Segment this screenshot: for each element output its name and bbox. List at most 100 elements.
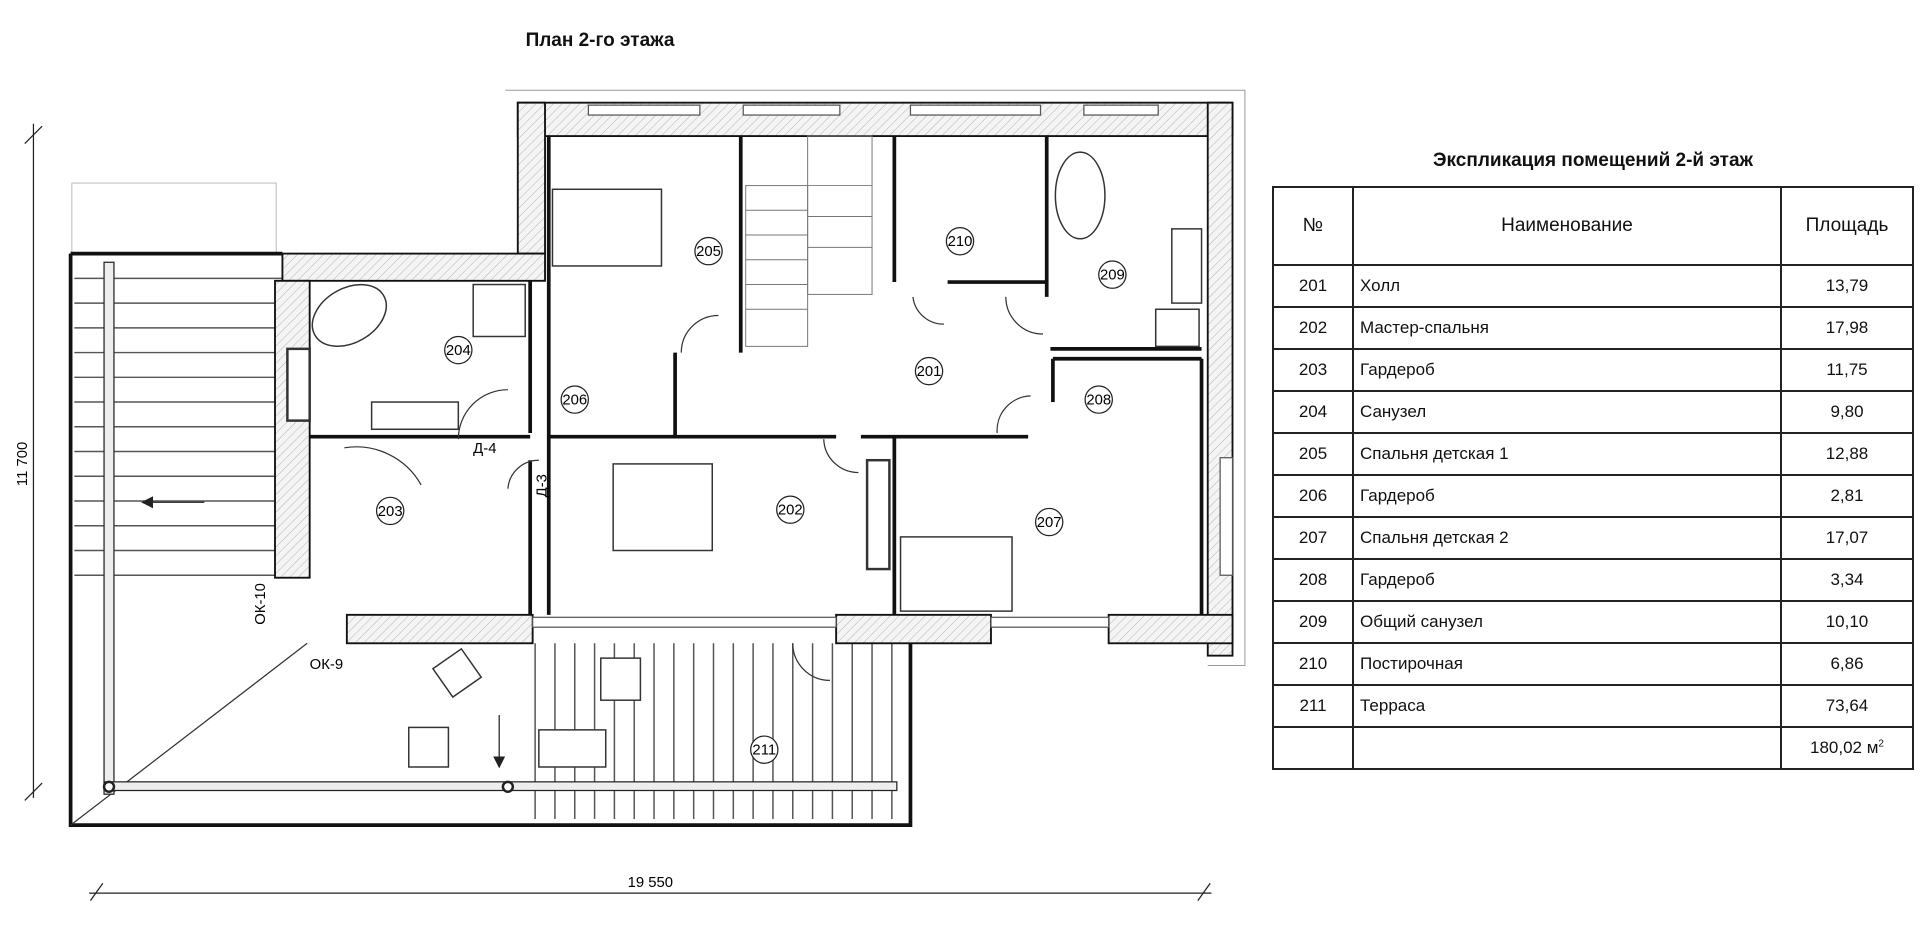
cell-name: Спальня детская 1 bbox=[1352, 432, 1782, 476]
terrace-outline bbox=[68, 251, 913, 827]
vent-shaft bbox=[865, 458, 891, 571]
cell-no: 211 bbox=[1272, 684, 1354, 728]
beam-vertical bbox=[103, 261, 115, 795]
table-header-row: № Наименование Площадь bbox=[1272, 186, 1914, 266]
cell-no: 206 bbox=[1272, 474, 1354, 518]
cell-no: 203 bbox=[1272, 348, 1354, 392]
height-dimension: 11 700 bbox=[15, 442, 31, 486]
header-no: № bbox=[1272, 186, 1354, 266]
window-label-ok10: ОК-10 bbox=[253, 583, 269, 625]
vanity bbox=[1171, 228, 1203, 304]
cell-name: Холл bbox=[1352, 264, 1782, 308]
cell-no: 207 bbox=[1272, 516, 1354, 560]
cell-no: 201 bbox=[1272, 264, 1354, 308]
door-label-d3: Д-3 bbox=[534, 474, 550, 497]
bathtub-corner bbox=[311, 283, 387, 347]
room-label-204: 204 bbox=[446, 343, 471, 359]
bed bbox=[612, 463, 714, 552]
room-markers bbox=[375, 227, 1127, 764]
cell-name: Гардероб bbox=[1352, 348, 1782, 392]
header-area: Площадь bbox=[1780, 186, 1914, 266]
door-swings bbox=[344, 296, 1043, 682]
cell-area: 2,81 bbox=[1780, 474, 1914, 518]
bed bbox=[551, 188, 663, 267]
shower bbox=[472, 283, 526, 338]
room-label-210: 210 bbox=[948, 234, 973, 250]
door-label-d4: Д-4 bbox=[473, 441, 496, 457]
armchair bbox=[600, 657, 642, 701]
cell-name: Гардероб bbox=[1352, 474, 1782, 518]
cell-name: Постирочная bbox=[1352, 642, 1782, 686]
cell-name: Гардероб bbox=[1352, 558, 1782, 602]
windows bbox=[532, 104, 1234, 628]
cell-area: 13,79 bbox=[1780, 264, 1914, 308]
cell-no: 204 bbox=[1272, 390, 1354, 434]
window-label-ok9: ОК-9 bbox=[310, 657, 343, 673]
roof-outline bbox=[505, 89, 1246, 667]
header-name: Наименование bbox=[1352, 186, 1782, 266]
room-label-201: 201 bbox=[917, 364, 942, 380]
cell-area: 17,98 bbox=[1780, 306, 1914, 350]
pergola-outline bbox=[71, 182, 277, 255]
post-icon bbox=[501, 780, 515, 793]
arrows bbox=[141, 496, 506, 769]
room-label-203: 203 bbox=[378, 504, 403, 520]
cell-no: 202 bbox=[1272, 306, 1354, 350]
vanity bbox=[370, 401, 460, 431]
cell-no: 209 bbox=[1272, 600, 1354, 644]
room-label-211: 211 bbox=[752, 743, 776, 759]
room-label-209: 209 bbox=[1100, 268, 1125, 284]
room-label-207: 207 bbox=[1037, 515, 1062, 531]
table-total-row: 180,02 м2 bbox=[1272, 726, 1914, 770]
cell-name: Общий санузел bbox=[1352, 600, 1782, 644]
room-label-206: 206 bbox=[562, 393, 587, 409]
cell-name: Санузел bbox=[1352, 390, 1782, 434]
interior-walls bbox=[309, 136, 1204, 615]
total-area: 180,02 м2 bbox=[1780, 726, 1914, 770]
cell-area: 10,10 bbox=[1780, 600, 1914, 644]
table bbox=[538, 729, 607, 768]
room-label-205: 205 bbox=[696, 244, 721, 260]
width-dimension: 19 550 bbox=[628, 875, 673, 891]
plan-title: План 2-го этажа bbox=[525, 30, 675, 51]
cell-area: 12,88 bbox=[1780, 432, 1914, 476]
cell-no: 208 bbox=[1272, 558, 1354, 602]
cell-area: 9,80 bbox=[1780, 390, 1914, 434]
cell-area: 3,34 bbox=[1780, 558, 1914, 602]
cell-name: Терраса bbox=[1352, 684, 1782, 728]
beam-horizontal bbox=[103, 781, 898, 792]
staircase bbox=[745, 135, 873, 347]
cell-name: Мастер-спальня bbox=[1352, 306, 1782, 350]
explication-title: Экспликация помещений 2-й этаж bbox=[1433, 150, 1753, 171]
post-icon bbox=[102, 780, 116, 793]
room-label-208: 208 bbox=[1086, 393, 1111, 409]
cell-area: 73,64 bbox=[1780, 684, 1914, 728]
bathtub bbox=[1054, 151, 1106, 240]
cell-name: Спальня детская 2 bbox=[1352, 516, 1782, 560]
armchair bbox=[408, 726, 450, 768]
armchair bbox=[431, 647, 483, 699]
cell-area: 11,75 bbox=[1780, 348, 1914, 392]
vent-shaft bbox=[286, 347, 311, 422]
cell-area: 17,07 bbox=[1780, 516, 1914, 560]
bed bbox=[899, 536, 1013, 612]
furniture bbox=[286, 151, 1203, 768]
cell-area: 6,86 bbox=[1780, 642, 1914, 686]
room-label-202: 202 bbox=[778, 503, 803, 519]
dimension-lines bbox=[24, 123, 1212, 901]
shower bbox=[1154, 308, 1200, 348]
cell-no: 210 bbox=[1272, 642, 1354, 686]
cell-no: 205 bbox=[1272, 432, 1354, 476]
